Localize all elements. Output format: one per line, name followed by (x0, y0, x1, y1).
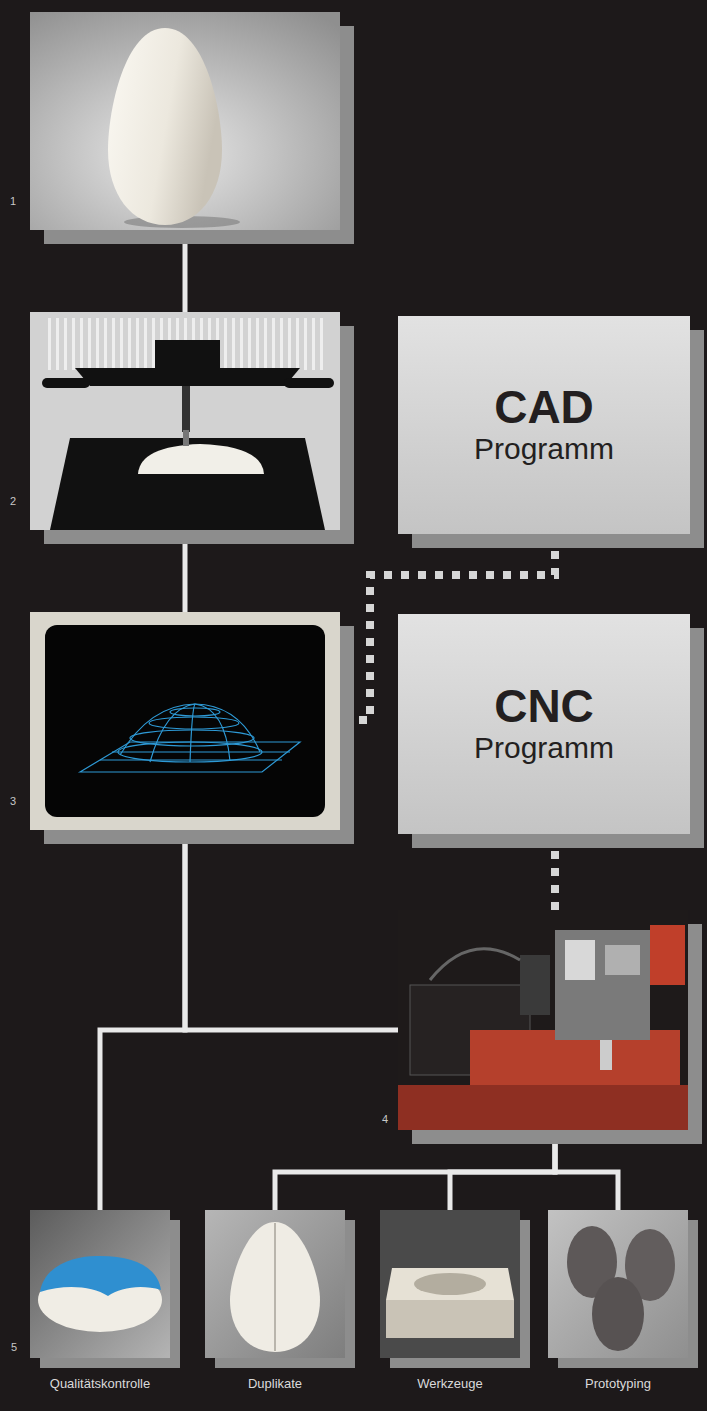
cnc-machine-photo (430, 949, 520, 980)
result-tile: Duplikate (205, 1210, 345, 1358)
tile-caption: Werkzeuge (417, 1376, 483, 1392)
prototype-photo (548, 1210, 688, 1358)
digitizer-photo (284, 378, 334, 388)
connector-line (555, 1130, 618, 1210)
monitor-wireframe (30, 612, 340, 830)
photo-panel: 3 (30, 612, 340, 830)
monitor-wireframe (80, 704, 300, 772)
callout-number: 5 (11, 1340, 17, 1354)
box-subheading: Programm (474, 431, 614, 467)
callout-number: 3 (10, 794, 16, 808)
monitor-wireframe (30, 612, 340, 830)
result-tile: Qualitätskontrolle (30, 1210, 170, 1358)
cnc-machine-photo (555, 930, 650, 1040)
connector-line (450, 1130, 555, 1210)
tile-caption: Prototyping (585, 1376, 651, 1392)
monitor-wireframe (45, 625, 325, 817)
cnc-machine-photo (398, 910, 688, 1130)
photo-panel: 1 (30, 12, 340, 230)
monitor-wireframe (130, 730, 254, 746)
quality-check-photo (30, 1210, 170, 1358)
monitor-wireframe (195, 704, 260, 752)
egg-photo (30, 12, 340, 230)
connector-line (100, 830, 185, 1210)
monitor-wireframe (112, 751, 290, 752)
prototype-photo (592, 1277, 644, 1351)
cnc-machine-photo (600, 1040, 612, 1070)
monitor-wireframe (149, 717, 239, 729)
digitizer-photo (182, 386, 190, 432)
tool-mould-photo (380, 1210, 520, 1358)
connector-line (183, 530, 188, 612)
duplicate-photo (230, 1222, 320, 1352)
callout-number: 4 (382, 1112, 388, 1126)
tool-mould-photo (380, 1210, 520, 1358)
egg-photo (108, 28, 222, 225)
digitizer-photo (50, 438, 325, 530)
digitizer-photo (138, 444, 264, 474)
tile-caption: Qualitätskontrolle (50, 1376, 150, 1392)
connector-line (183, 230, 188, 312)
cnc-machine-photo (398, 1085, 688, 1130)
cnc-machine-photo (398, 910, 688, 1130)
digitizer-photo (42, 378, 90, 388)
monitor-wireframe (195, 704, 230, 761)
digitizer-photo (155, 340, 220, 370)
duplicate-photo (205, 1210, 345, 1358)
tile-caption: Duplikate (248, 1376, 302, 1392)
monitor-wireframe (190, 704, 195, 762)
box-subheading: Programm (474, 730, 614, 766)
tool-mould-photo (386, 1268, 514, 1300)
monitor-wireframe (150, 704, 195, 762)
box-heading: CAD (494, 383, 594, 431)
connector-line (185, 830, 398, 1030)
digitizer-photo (75, 368, 300, 386)
monitor-wireframe (120, 704, 195, 755)
cnc-machine-photo (650, 925, 685, 985)
process-box: CADProgramm (398, 316, 690, 534)
photo-panel: 2 (30, 312, 340, 530)
digitizer-photo (183, 430, 189, 446)
cnc-machine-photo (520, 955, 550, 1015)
monitor-wireframe (100, 759, 282, 760)
result-tile: Werkzeuge (380, 1210, 520, 1358)
egg-photo (30, 12, 340, 230)
digitizer-photo (30, 312, 340, 530)
cnc-machine-photo (605, 945, 640, 975)
box-heading: CNC (494, 682, 594, 730)
callout-number: 2 (10, 494, 16, 508)
duplicate-photo (205, 1210, 345, 1358)
cnc-machine-photo (565, 940, 595, 980)
tool-mould-photo (386, 1300, 514, 1338)
prototype-photo (548, 1210, 688, 1358)
photo-panel: 4 (398, 910, 688, 1130)
quality-check-photo (30, 1210, 170, 1358)
digitizer-photo (45, 318, 325, 370)
process-box: CNCProgramm (398, 614, 690, 834)
duplicate-photo (274, 1223, 276, 1351)
tool-mould-photo (414, 1273, 486, 1295)
quality-check-photo (40, 1256, 161, 1296)
digitizer-photo (30, 312, 340, 530)
connector-line (275, 1130, 555, 1210)
result-tile: Prototyping (548, 1210, 688, 1358)
callout-number: 1 (10, 194, 16, 208)
dotted-connector (551, 834, 559, 910)
